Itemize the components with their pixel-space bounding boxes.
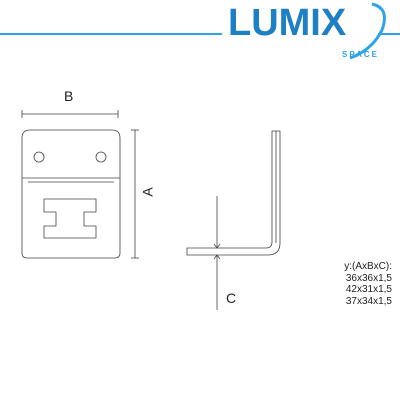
dimension-a-label: A xyxy=(139,187,156,197)
variant-size: 37x34x1,5 xyxy=(345,295,392,307)
brand-logo: LUMIX xyxy=(228,2,347,44)
dimension-c-label: C xyxy=(226,290,237,306)
header-rule-left xyxy=(0,33,222,35)
front-view-plate xyxy=(21,129,121,259)
size-variants: y:(AxBxC): 36x36x1,5 42x31x1,5 37x34x1,5 xyxy=(344,261,392,307)
variant-size: 36x36x1,5 xyxy=(345,272,392,284)
brand-tagline: SPACE xyxy=(342,50,379,59)
side-view-profile xyxy=(186,130,281,256)
dimension-b-label: B xyxy=(64,88,74,104)
header-rule-right xyxy=(378,33,400,35)
logo-swoosh-icon xyxy=(349,2,386,60)
variants-header: y:(AxBxC): xyxy=(344,261,392,272)
variant-size: 42x31x1,5 xyxy=(345,284,392,295)
